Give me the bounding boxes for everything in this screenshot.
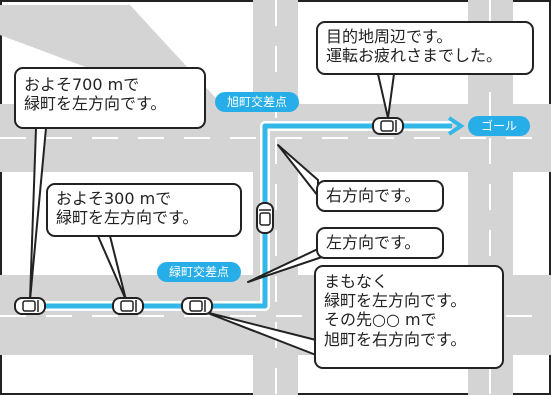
callout-destination: 目的地周辺です。 運転お疲れさまでした。 — [316, 21, 534, 75]
callout-soon: まもなく 緑町を左方向です。 その先○○ mで 旭町を右方向です。 — [314, 265, 504, 369]
callout-right-turn: 右方向です。 — [316, 180, 444, 212]
midori-intersection-label: 緑町交差点 — [157, 262, 241, 282]
callout-approx-300m: およそ300 mで 緑町を左方向です。 — [46, 183, 242, 237]
route-arrow-icon — [447, 116, 465, 136]
callout-left-turn: 左方向です。 — [316, 227, 444, 259]
car-northbound-icon — [256, 202, 274, 234]
goal-label: ゴール — [468, 116, 530, 136]
callout-approx-700m: およそ700 mで 緑町を左方向です。 — [14, 67, 206, 129]
callout-tails — [29, 73, 395, 356]
car-300m-icon — [112, 297, 144, 315]
car-700m-icon — [14, 297, 46, 315]
asahi-intersection-label: 旭町交差点 — [215, 92, 299, 112]
car-destination-icon — [372, 117, 404, 135]
car-midori-icon — [181, 297, 213, 315]
